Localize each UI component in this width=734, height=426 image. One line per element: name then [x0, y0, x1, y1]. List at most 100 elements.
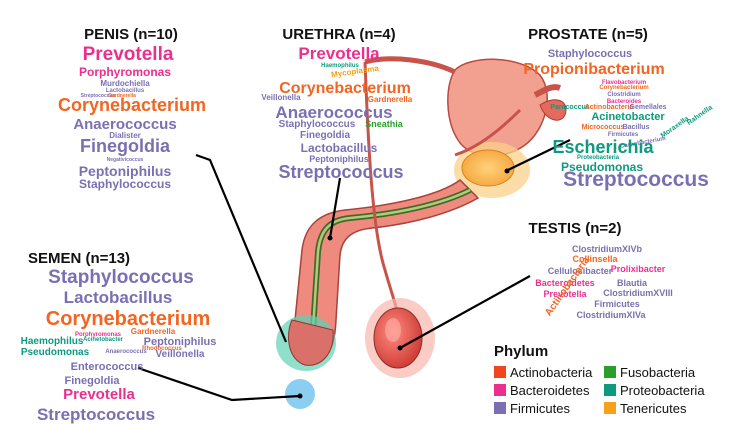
- semen-taxon: Streptococcus: [36, 405, 156, 424]
- legend-item-proteobacteria: Proteobacteria: [604, 383, 705, 398]
- ureter: [364, 56, 457, 75]
- phylum-legend: Phylum Actinobacteria Bacteroidetes Firm…: [494, 343, 730, 423]
- prostate-taxon: Proteobacteria: [576, 155, 620, 161]
- testis-taxon: ClostridiumXVIII: [603, 288, 673, 298]
- legend-swatch: [604, 366, 616, 378]
- bladder: [447, 58, 548, 157]
- semen-title: SEMEN (n=13): [27, 250, 131, 267]
- legend-item-actinobacteria: Actinobacteria: [494, 365, 592, 380]
- legend-label: Tenericutes: [620, 401, 687, 416]
- legend-swatch: [604, 402, 616, 414]
- testis-taxon: Prevotella: [543, 289, 587, 299]
- bladder-neck: [533, 84, 562, 98]
- semen-taxon: Finegoldia: [64, 375, 120, 387]
- penis-title: PENIS (n=10): [84, 26, 178, 43]
- urethra-taxon: Haemophilus: [321, 63, 359, 69]
- semen-taxon: Veillonella: [155, 349, 205, 360]
- legend-label: Proteobacteria: [620, 383, 705, 398]
- penis-taxon: Murdochiella: [100, 79, 150, 88]
- prostate-taxon: Corynebacterium: [599, 85, 649, 91]
- testis-taxon: ClostridiumXIVa: [576, 310, 646, 320]
- penis-taxon: Streptococcus: [80, 93, 116, 99]
- prostate-taxon: Streptococcus: [563, 168, 709, 191]
- prostate-taxon: Firmicutes: [607, 132, 639, 138]
- semen-taxon: Corynebacterium: [45, 308, 211, 330]
- legend-swatch: [494, 384, 506, 396]
- penis-taxon: Dialister: [109, 131, 141, 140]
- prostate-taxon: Clostridium: [607, 92, 641, 98]
- semen-taxon: Lactobacillus: [63, 288, 173, 307]
- penis-taxon: Staphylococcus: [78, 177, 172, 191]
- testis-taxon: Collinsella: [572, 254, 618, 264]
- urethra-taxon: Gardnerella: [367, 95, 413, 104]
- penis-taxon: Corynebacterium: [57, 95, 207, 115]
- semen-taxon: Enterococcus: [70, 361, 144, 373]
- urethra-taxon: Corynebacterium: [279, 80, 411, 97]
- semen-taxon: Staphylococcus: [48, 267, 194, 288]
- prostate-taxon: Pseudomonas: [560, 160, 644, 174]
- seminal-vesicle: [539, 99, 567, 121]
- testis-taxon: Cellulosibacter: [547, 266, 613, 276]
- semen-taxon: Gardnerella: [130, 327, 176, 336]
- semen-taxon: Haemophilus: [20, 336, 84, 347]
- urethra-taxon: Lactobacillus: [300, 141, 378, 155]
- urethra-taxon: Prevotella: [298, 44, 380, 63]
- semen-taxon: Porphyromonas: [74, 332, 122, 338]
- semen-taxon: Pseudomonas: [20, 347, 90, 358]
- urethra-taxon: Staphylococcus: [278, 119, 356, 130]
- urethra-taxon: Veillonella: [261, 93, 301, 102]
- legend-item-tenericutes: Tenericutes: [604, 401, 686, 416]
- legend-item-bacteroidetes: Bacteroidetes: [494, 383, 590, 398]
- legend-item-firmicutes: Firmicutes: [494, 401, 570, 416]
- penis-taxon: Peptoniphilus: [78, 163, 172, 179]
- legend-swatch: [494, 402, 506, 414]
- legend-swatch: [604, 384, 616, 396]
- penis-taxon: Finegoldia: [80, 136, 170, 156]
- prostate-title: PROSTATE (n=5): [528, 26, 648, 43]
- prostate-taxon: Acinetobacter: [591, 111, 665, 123]
- legend-label: Bacteroidetes: [510, 383, 590, 398]
- semen-taxon: Peptoniphilus: [143, 336, 217, 348]
- prostate: [461, 149, 515, 187]
- penis-taxon: Negativicoccus: [106, 157, 144, 163]
- legend-label: Actinobacteria: [510, 365, 593, 380]
- testis-taxon: Firmicutes: [594, 299, 640, 309]
- prostate-taxon: Bacillus: [622, 124, 650, 131]
- penis-taxon: Prevotella: [82, 44, 174, 65]
- prostate-taxon: Micrococcus: [581, 124, 625, 131]
- penis-taxon: Porphyromonas: [78, 65, 172, 79]
- testis-title: TESTIS (n=2): [528, 220, 622, 237]
- legend-title: Phylum: [494, 343, 549, 360]
- legend-label: Fusobacteria: [620, 365, 696, 380]
- urethra-taxon: Sneathia: [365, 119, 403, 129]
- prostate-taxon: Escherichia: [552, 137, 654, 157]
- prostate-taxon: Bacteroides: [606, 99, 642, 105]
- testis-connector: [399, 275, 531, 349]
- urethra-title: URETHRA (n=4): [282, 26, 396, 43]
- glans: [288, 319, 334, 366]
- urethra-taxon: Peptoniphilus: [309, 154, 369, 164]
- urethra-taxon: Anaerococcus: [275, 103, 393, 122]
- urethra-taxon: Finegoldia: [300, 130, 350, 141]
- testis-taxon: Prolixibacter: [610, 264, 666, 274]
- prostate-connector: [507, 139, 571, 171]
- semen-taxon: Anaerococcus: [105, 349, 147, 355]
- penis-connector: [195, 153, 288, 343]
- prostate-taxon: Staphylococcus: [547, 48, 633, 60]
- testis-taxon: Blautia: [616, 278, 648, 288]
- semen-taxon: Acinetobacter: [82, 337, 124, 343]
- semen-taxon: Rhodococcus: [142, 346, 182, 352]
- urethra-taxon: Streptococcus: [278, 162, 404, 182]
- legend-item-fusobacteria: Fusobacteria: [604, 365, 695, 380]
- semen-connector: [137, 366, 301, 402]
- prostate-taxon: Propionibacterium: [523, 61, 665, 78]
- prostate-taxon: Paracoccus: [550, 104, 590, 111]
- legend-swatch: [494, 366, 506, 378]
- penis-taxon: Anaerococcus: [73, 116, 177, 133]
- prostate-taxon: Actinobacteria: [584, 104, 634, 111]
- testis-taxon: ClostridiumXIVb: [571, 244, 643, 254]
- legend-label: Firmicutes: [510, 401, 570, 416]
- prostate-taxon: Flavobacterium: [601, 80, 647, 86]
